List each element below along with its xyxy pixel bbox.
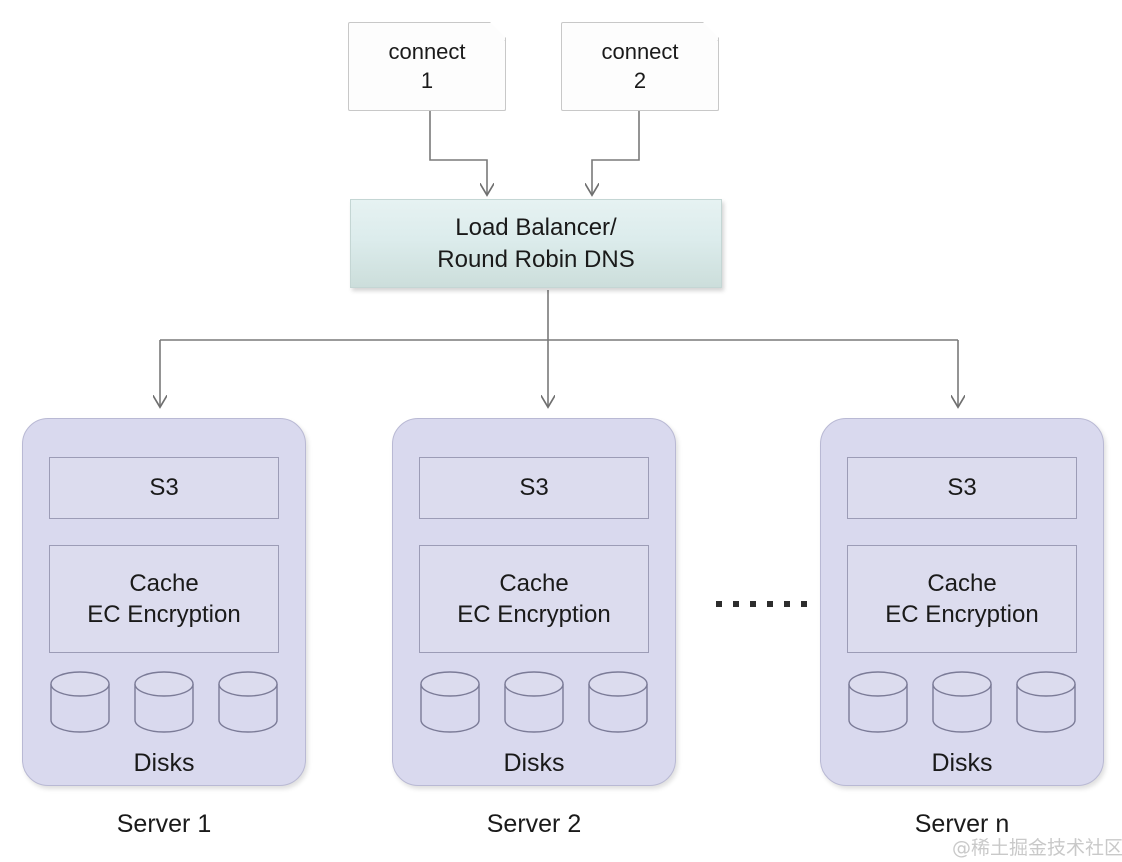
ellipsis-dot — [733, 601, 739, 607]
server-2-disks-label: Disks — [503, 749, 565, 777]
ellipsis-dot — [767, 601, 773, 607]
server-2-disk-3 — [588, 671, 648, 733]
connect-2-label-line2: 2 — [633, 67, 647, 93]
server-n-cache-label-line2: EC Encryption — [885, 601, 1039, 628]
server-2-cache-box[interactable]: Cache EC Encryption — [419, 545, 649, 653]
server-2-caption: Server 2 — [486, 810, 582, 838]
connect-2-label-line1: connect — [601, 39, 679, 65]
client-node-connect-2[interactable]: connect 2 — [561, 22, 719, 111]
server-2-s3-box[interactable]: S3 — [419, 457, 649, 519]
server-1-disk-1 — [50, 671, 110, 733]
client-node-connect-1[interactable]: connect 1 — [348, 22, 506, 111]
server-1-s3-label: S3 — [149, 474, 179, 501]
servers-ellipsis — [716, 601, 807, 607]
ellipsis-dot — [750, 601, 756, 607]
page-fold-icon — [700, 22, 719, 41]
server-2-disk-1 — [420, 671, 480, 733]
server-n-s3-label: S3 — [947, 474, 977, 501]
server-node-1[interactable]: S3 Cache EC Encryption Disks — [22, 418, 306, 786]
connect-1-label-line1: connect — [388, 39, 466, 65]
server-n-disk-2 — [932, 671, 992, 733]
load-balancer-label-line1: Load Balancer/ — [455, 213, 617, 241]
server-2-cache-label-line2: EC Encryption — [457, 601, 611, 628]
server-1-cache-label-line1: Cache — [129, 569, 199, 597]
load-balancer-node[interactable]: Load Balancer/ Round Robin DNS — [350, 199, 722, 288]
ellipsis-dot — [716, 601, 722, 607]
server-1-disk-2 — [134, 671, 194, 733]
server-node-n[interactable]: S3 Cache EC Encryption Disks — [820, 418, 1104, 786]
server-n-s3-box[interactable]: S3 — [847, 457, 1077, 519]
server-n-disk-1 — [848, 671, 908, 733]
server-n-caption: Server n — [914, 810, 1010, 838]
server-1-disk-3 — [218, 671, 278, 733]
ellipsis-dot — [801, 601, 807, 607]
page-fold-icon — [487, 22, 506, 41]
server-1-disks-label: Disks — [133, 749, 195, 777]
server-n-cache-box[interactable]: Cache EC Encryption — [847, 545, 1077, 653]
server-1-cache-label-line2: EC Encryption — [87, 601, 241, 628]
watermark: @稀土掘金技术社区 — [952, 837, 1122, 859]
server-1-s3-box[interactable]: S3 — [49, 457, 279, 519]
ellipsis-dot — [784, 601, 790, 607]
server-2-disk-2 — [504, 671, 564, 733]
wire-connect2-to-balancer — [592, 111, 640, 194]
wire-connect1-to-balancer — [429, 111, 487, 194]
load-balancer-label-line2: Round Robin DNS — [437, 245, 635, 273]
connect-1-label-line2: 1 — [420, 67, 434, 93]
server-n-cache-label-line1: Cache — [927, 569, 997, 597]
server-n-disks-label: Disks — [931, 749, 993, 777]
server-node-2[interactable]: S3 Cache EC Encryption Disks — [392, 418, 676, 786]
server-1-caption: Server 1 — [116, 810, 212, 838]
server-n-disk-3 — [1016, 671, 1076, 733]
server-2-cache-label-line1: Cache — [499, 569, 569, 597]
server-2-s3-label: S3 — [519, 474, 549, 501]
server-1-cache-box[interactable]: Cache EC Encryption — [49, 545, 279, 653]
